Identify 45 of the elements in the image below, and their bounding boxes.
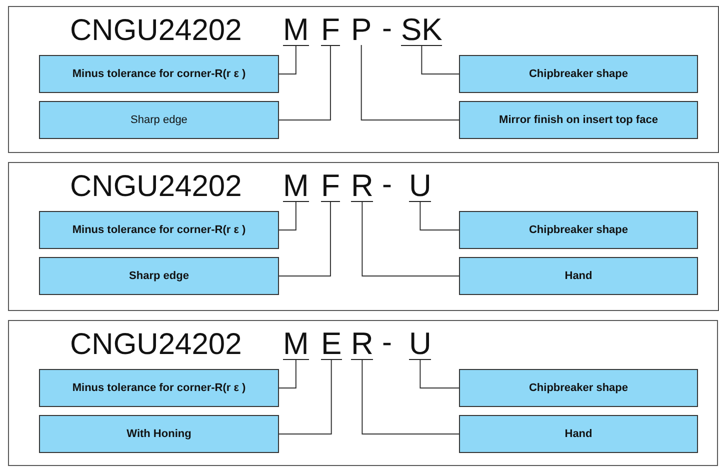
separator-dash: - <box>382 14 392 44</box>
leader-line <box>278 202 296 230</box>
code-text: CNGU24202 <box>70 330 242 360</box>
code-text: CNGU24202 <box>70 16 242 46</box>
code-letter: E <box>321 329 342 360</box>
leader-line <box>362 360 460 434</box>
code-letter: M <box>283 329 309 360</box>
code-letter: SK <box>401 15 442 46</box>
leader-line <box>421 46 460 74</box>
code-letter: F <box>321 171 340 202</box>
leader-line <box>420 360 460 388</box>
code-letter: P <box>351 15 372 45</box>
leader-line <box>278 360 296 388</box>
description-box: Chipbreaker shape <box>459 211 698 249</box>
leader-line <box>278 46 331 120</box>
code-letter: R <box>351 329 374 360</box>
code-letter: F <box>321 15 340 46</box>
description-box: Hand <box>459 257 698 295</box>
leader-line <box>362 202 460 276</box>
leader-line <box>278 202 331 276</box>
code-text: CNGU24202 <box>70 172 242 202</box>
code-letter: M <box>283 171 309 202</box>
description-box: Mirror finish on insert top face <box>459 101 698 139</box>
description-box: Sharp edge <box>39 257 279 295</box>
separator-dash: - <box>382 328 392 358</box>
separator-dash: - <box>382 170 392 200</box>
description-box: With Honing <box>39 415 279 453</box>
leader-line <box>360 44 460 120</box>
description-box: Sharp edge <box>39 101 279 139</box>
description-box: Chipbreaker shape <box>459 369 698 407</box>
code-panel <box>8 320 718 466</box>
code-letter: U <box>409 171 432 202</box>
code-letter: M <box>283 15 309 46</box>
code-panel <box>8 162 719 311</box>
leader-line <box>278 46 296 74</box>
code-panel <box>8 6 719 153</box>
description-box: Hand <box>459 415 698 453</box>
leader-line <box>278 360 332 434</box>
description-box: Minus tolerance for corner-R(r ε ) <box>39 369 279 407</box>
leader-line <box>420 202 460 230</box>
code-letter: U <box>409 329 432 360</box>
code-letter: R <box>351 171 374 202</box>
description-box: Minus tolerance for corner-R(r ε ) <box>39 211 279 249</box>
description-box: Minus tolerance for corner-R(r ε ) <box>39 55 279 93</box>
description-box: Chipbreaker shape <box>459 55 698 93</box>
